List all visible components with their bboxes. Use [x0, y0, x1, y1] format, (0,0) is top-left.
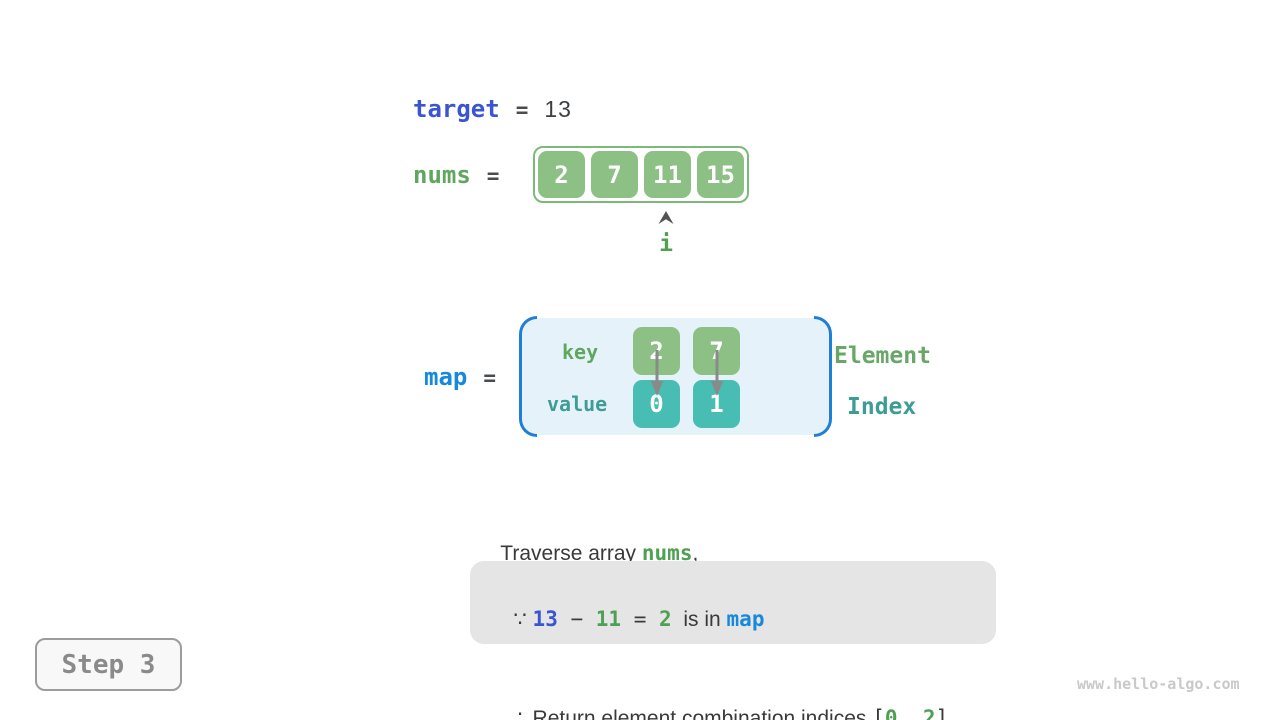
step-badge: Step 3 — [35, 638, 182, 691]
result-index-0: 0 — [884, 706, 898, 720]
target-label: target — [413, 95, 500, 123]
target-equals-sign: = — [515, 98, 529, 122]
array-cell: 15 — [697, 151, 744, 198]
array-cell: 2 — [538, 151, 585, 198]
open-bracket: [ — [872, 706, 885, 720]
minus-sign: − — [557, 607, 596, 631]
array-cell: 7 — [591, 151, 638, 198]
nums-equals-sign: = — [486, 164, 500, 188]
caption-suffix: , — [692, 542, 699, 565]
index-pointer-label: i — [659, 231, 673, 257]
subtrahend-value: 11 — [595, 607, 622, 631]
conclusion-line-therefore: ∴ Return element combination indices [0,… — [490, 669, 996, 720]
array-cell: 11 — [644, 151, 691, 198]
map-label: map — [424, 363, 468, 391]
key-to-value-arrow-icon — [650, 350, 664, 396]
conclusion-panel: ∵ 13 − 11 = 2 is in map ∴ Return element… — [470, 561, 996, 720]
map-value-row-label: value — [547, 392, 608, 416]
therefore-text: ∴ Return element combination indices — [513, 707, 873, 720]
nums-label: nums — [413, 161, 471, 189]
close-bracket: ] — [935, 706, 949, 720]
map-key-row-label: key — [562, 340, 599, 364]
caption-text: Traverse array nums, — [489, 517, 698, 566]
map-equals-sign: = — [483, 366, 497, 390]
legend-element-label: Element — [834, 343, 931, 369]
legend-index-label: Index — [847, 394, 917, 420]
target-assignment: target = 13 — [413, 95, 572, 123]
nums-assignment: nums = — [413, 161, 515, 189]
watermark: www.hello-algo.com — [1077, 675, 1240, 693]
comma: , — [897, 706, 923, 720]
target-value: 13 — [544, 96, 572, 122]
difference-value: 2 — [659, 607, 672, 631]
index-pointer-arrow-icon — [658, 211, 674, 224]
result-index-1: 2 — [922, 706, 936, 720]
map-assignment: map = — [424, 363, 512, 391]
caption-prefix: Traverse array — [500, 542, 642, 565]
map-code-ref: map — [726, 607, 765, 631]
minuend-value: 13 — [532, 607, 558, 631]
nums-array: 2 7 11 15 — [533, 146, 749, 203]
key-to-value-arrow-icon — [710, 350, 724, 396]
conclusion-line-because: ∵ 13 − 11 = 2 is in map — [490, 570, 996, 669]
is-in-text: is in — [671, 608, 727, 631]
map-right-bracket — [814, 316, 832, 437]
because-sign: ∵ — [513, 608, 533, 631]
map-left-bracket — [519, 316, 537, 437]
equals-sign: = — [621, 607, 660, 631]
